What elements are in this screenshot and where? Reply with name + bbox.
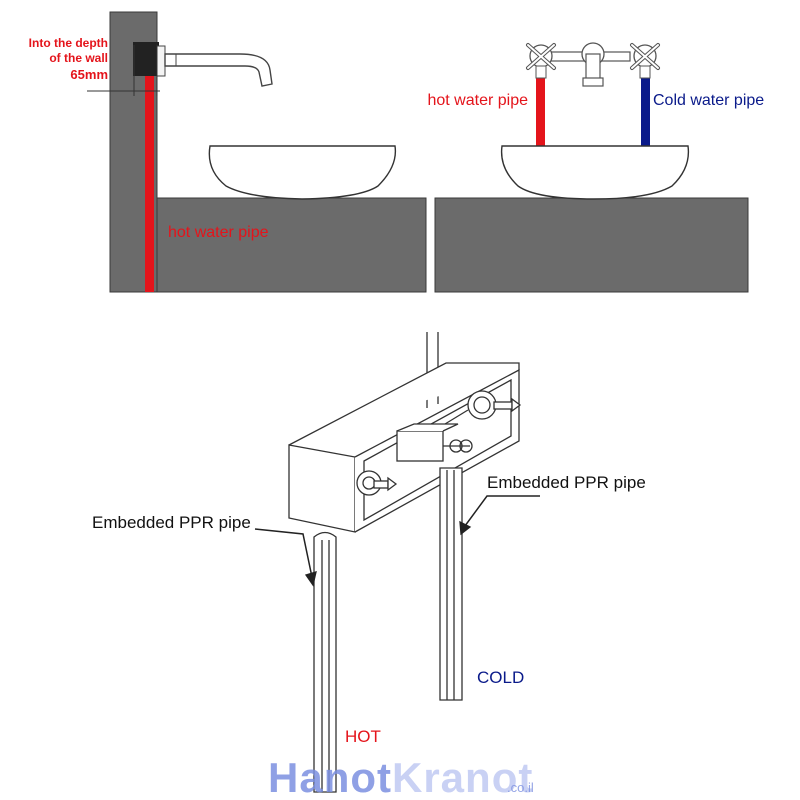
- watermark-suffix: .co.il: [507, 780, 534, 795]
- countertop-right: [434, 197, 749, 293]
- depth-value: 65mm: [70, 67, 108, 82]
- basin: [208, 145, 397, 200]
- valve-port-left: [449, 439, 463, 453]
- cold-pipe-right: [641, 78, 650, 146]
- concealed-box-diagram: [254, 332, 540, 793]
- center-spout: [581, 42, 605, 87]
- cold-ppr-pipe: [439, 467, 463, 701]
- watermark-part2: Kranot: [392, 754, 533, 800]
- cold-label: COLD: [477, 668, 524, 687]
- right-callout-arrow: [459, 520, 472, 536]
- spout: [164, 53, 273, 87]
- hot-pipe-label: hot water pipe: [168, 224, 269, 241]
- valve-top: [396, 423, 459, 432]
- watermark-part1: Hanot: [268, 754, 392, 800]
- cold-handle: [630, 43, 660, 79]
- fitting-upper-right: [444, 390, 522, 425]
- watermark-text: HanotKranot: [268, 754, 533, 800]
- valve-port-right: [459, 439, 473, 453]
- watermark-logo: HanotKranot .co.il: [268, 754, 534, 800]
- right-panel: hot water pipe Cold water pipe: [427, 42, 764, 293]
- box-top: [288, 362, 520, 446]
- wall-mount-box: [133, 42, 159, 76]
- depth-label-line1: Into the depth: [29, 36, 108, 50]
- cold-water-label-right: Cold water pipe: [653, 92, 764, 109]
- hot-ppr-pipe: [313, 531, 337, 793]
- basin-right: [500, 145, 690, 200]
- left-callout-leader: [254, 528, 314, 583]
- left-callout-label: Embedded PPR pipe: [92, 513, 251, 532]
- fitting-lower-left: [356, 470, 398, 496]
- hot-pipe-right: [536, 78, 545, 146]
- countertop: [156, 197, 427, 293]
- valve-body: [396, 430, 444, 462]
- hot-pipe: [145, 76, 154, 292]
- right-callout-leader: [461, 495, 540, 531]
- depth-label-line2: of the wall: [49, 51, 108, 65]
- box-front: [288, 444, 356, 533]
- left-callout-arrow: [304, 571, 317, 587]
- wall-flange: [156, 45, 166, 77]
- hot-label: HOT: [345, 727, 381, 746]
- hot-water-label-right: hot water pipe: [427, 92, 528, 109]
- hot-handle: [526, 43, 556, 79]
- box-inner: [363, 378, 512, 522]
- left-panel: Into the depth of the wall 65mm hot wate…: [29, 11, 427, 293]
- right-callout-label: Embedded PPR pipe: [487, 473, 646, 492]
